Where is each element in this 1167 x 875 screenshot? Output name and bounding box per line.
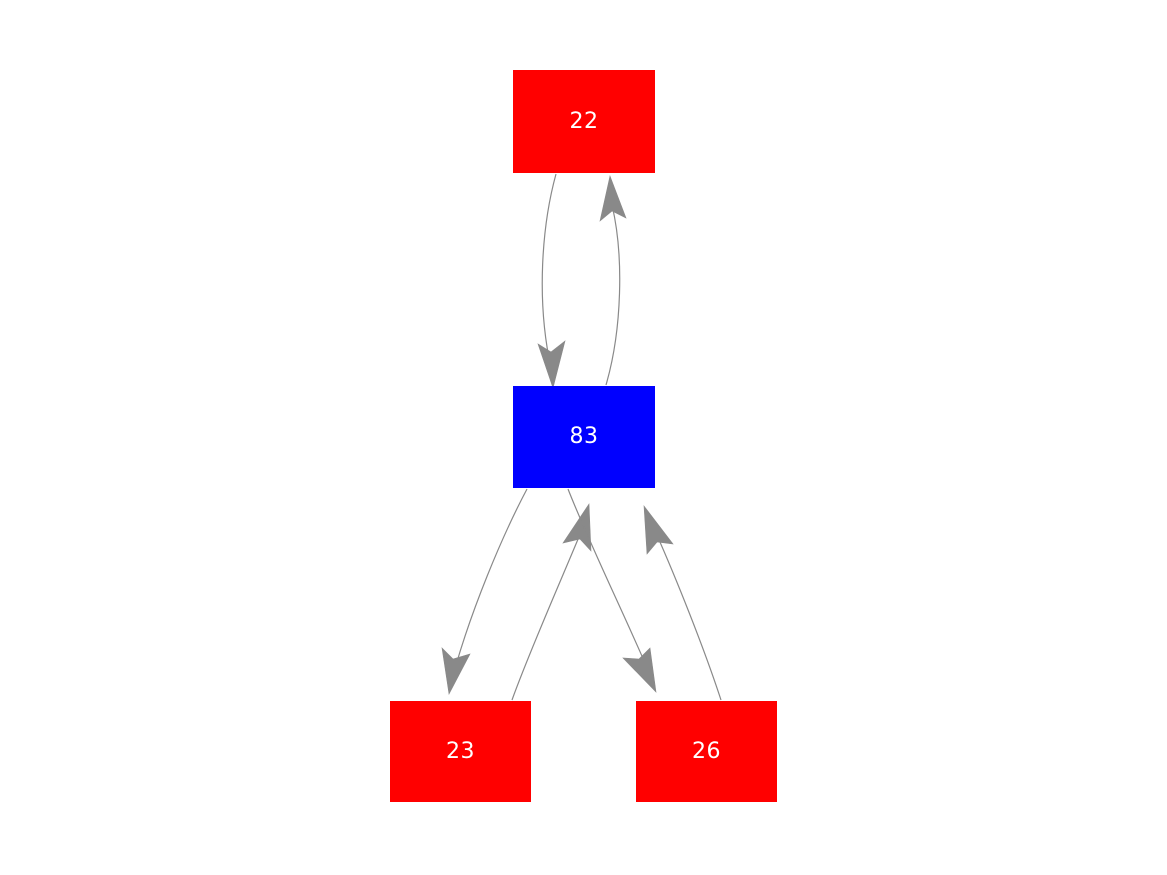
arrowhead-icon <box>599 174 627 222</box>
edge-line <box>605 204 621 386</box>
node-label: 26 <box>692 738 721 764</box>
edges-group <box>441 173 722 701</box>
arrowhead-icon <box>643 505 674 555</box>
edge-83-to-26 <box>567 488 657 693</box>
arrowhead-icon <box>441 647 471 695</box>
graph-node-22[interactable]: 22 <box>513 70 655 173</box>
graph-node-23[interactable]: 23 <box>390 701 531 802</box>
node-label: 22 <box>569 108 599 134</box>
edge-line <box>567 488 646 664</box>
arrowhead-icon <box>622 647 657 693</box>
edge-22-to-83 <box>537 173 566 390</box>
edge-26-to-83 <box>643 505 722 701</box>
edge-line <box>655 532 722 701</box>
graph-node-26[interactable]: 26 <box>636 701 777 802</box>
edge-83-to-23 <box>441 488 528 695</box>
edge-line <box>541 173 557 369</box>
edge-83-to-22 <box>599 174 627 386</box>
arrowhead-icon <box>562 503 592 552</box>
edge-23-to-83 <box>511 503 592 701</box>
graph-node-83[interactable]: 83 <box>513 386 655 488</box>
edge-line <box>511 531 582 701</box>
arrowhead-icon <box>537 340 566 390</box>
edge-line <box>455 488 528 666</box>
node-label: 23 <box>446 738 475 764</box>
node-label: 83 <box>569 424 599 449</box>
